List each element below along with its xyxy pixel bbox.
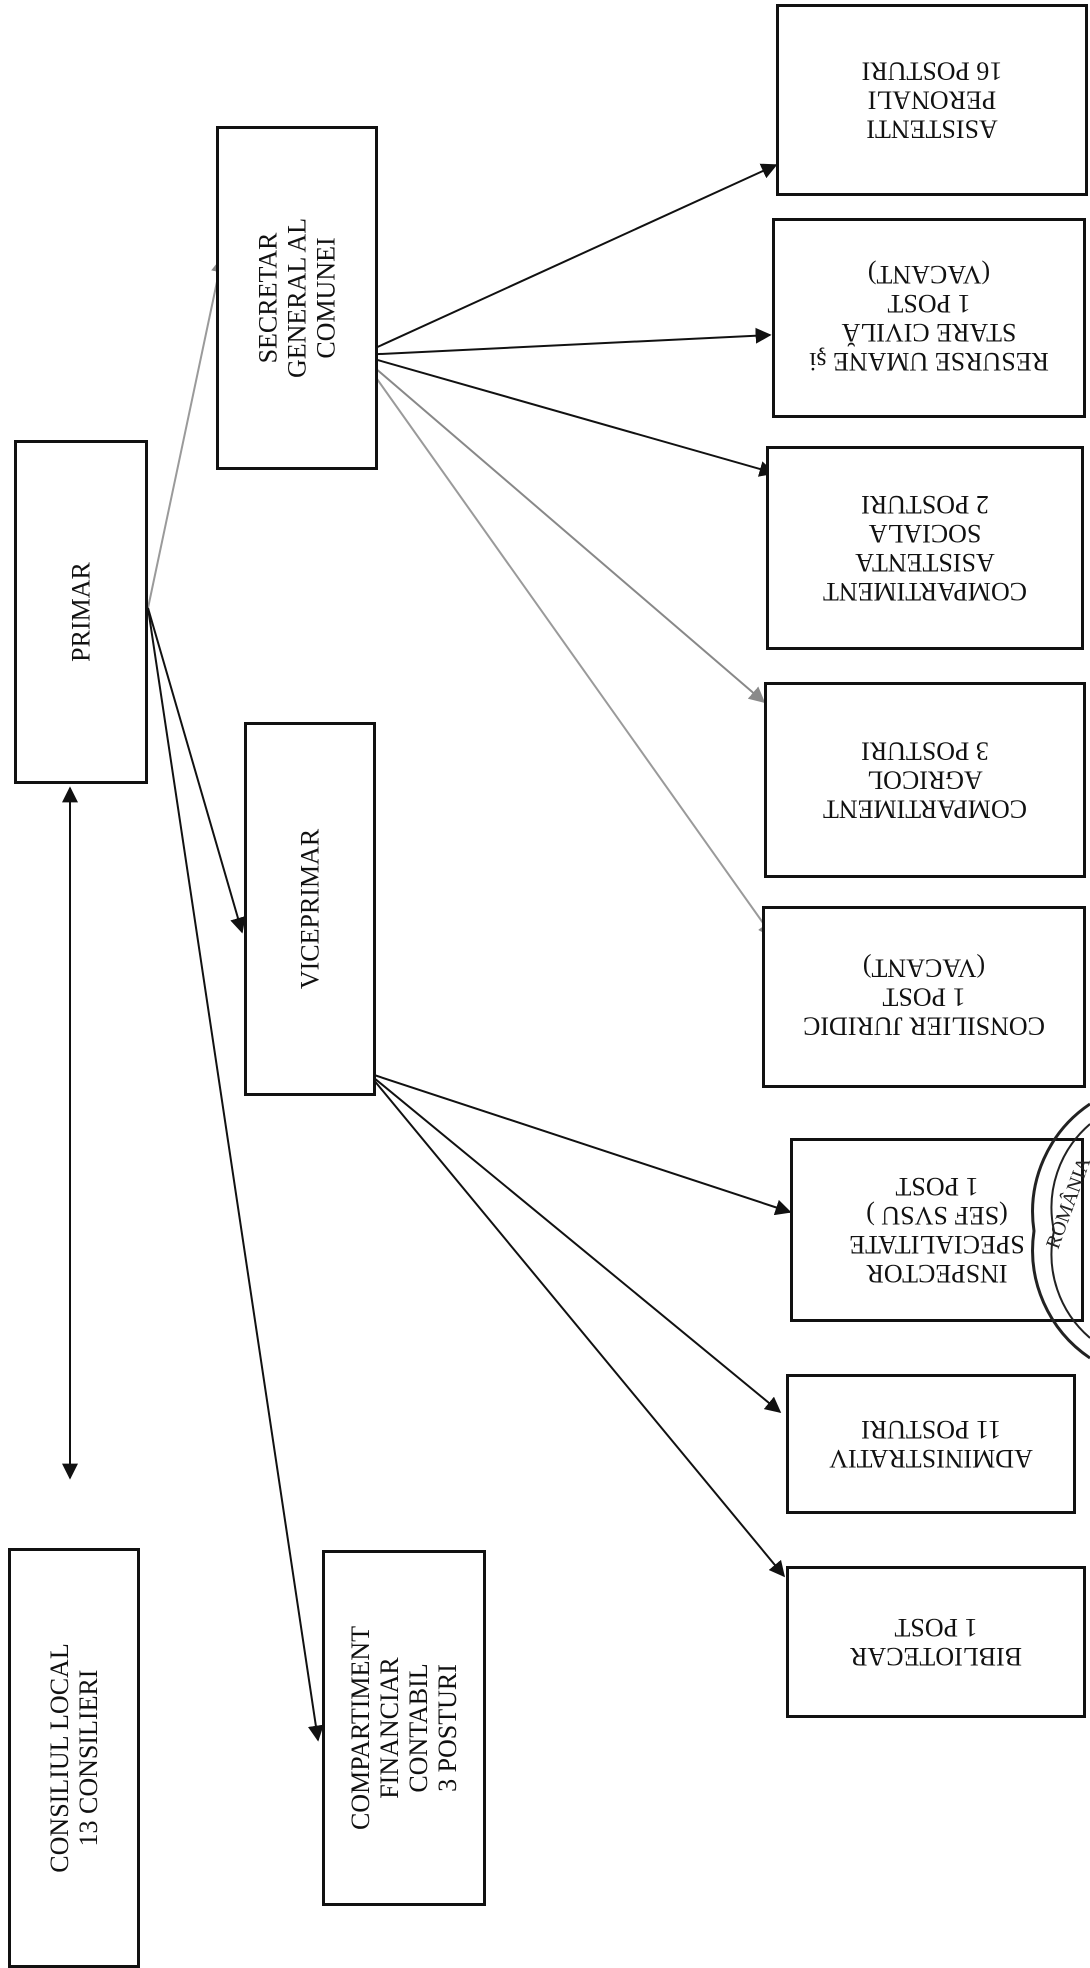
node-compartiment-financiar-label: COMPARTIMENT FINANCIAR CONTABIL 3 POSTUR… bbox=[345, 1625, 463, 1831]
node-asistenti-personali: ASISTENTI PERONALI 16 POSTURI bbox=[776, 4, 1088, 196]
connector-primar-viceprimar bbox=[147, 607, 246, 934]
node-asistenta-sociala: COMPARTIMENT ASISTENTA SOCIALA 2 POSTURI bbox=[766, 446, 1084, 650]
node-inspector-specialitate-label: INSPECTOR SPECIALITATE (SEF SVSU ) 1 POS… bbox=[849, 1171, 1025, 1289]
connector-secretar-asistenta-sociala bbox=[359, 354, 776, 477]
connector-primar-financiar bbox=[147, 607, 324, 1742]
node-bibliotecar: BIBLIOTECAR 1 POST bbox=[786, 1566, 1086, 1718]
node-asistenti-personali-label: ASISTENTI PERONALI 16 POSTURI bbox=[861, 56, 1003, 144]
connector-secretar-juridic bbox=[359, 354, 774, 939]
connector-viceprimar-bibliotecar bbox=[367, 1072, 786, 1578]
connector-viceprimar-inspector bbox=[367, 1072, 792, 1216]
connector-secretar-resurse-umane bbox=[359, 327, 772, 356]
node-consilier-juridic-label: CONSILIER JURIDIC 1 POST (VACANT) bbox=[803, 953, 1045, 1041]
connector-primar-secretar bbox=[147, 256, 227, 609]
connector-secretar-asistenti bbox=[359, 163, 778, 356]
node-consiliul-local-label: CONSILIUL LOCAL 13 CONSILIERI bbox=[44, 1643, 103, 1873]
node-primar: PRIMAR bbox=[14, 440, 148, 784]
connector-secretar-agricol bbox=[359, 354, 766, 704]
node-resurse-umane: RESURSE UMANE şi STARE CIVILĂ 1 POST (VA… bbox=[772, 218, 1086, 418]
official-stamp: ROMÂNIA bbox=[1031, 1102, 1090, 1360]
node-compartiment-agricol-label: COMPARTIMENT AGRICOL 3 POSTURI bbox=[822, 736, 1028, 824]
node-consilier-juridic: CONSILIER JURIDIC 1 POST (VACANT) bbox=[762, 906, 1086, 1088]
node-bibliotecar-label: BIBLIOTECAR 1 POST bbox=[850, 1613, 1022, 1672]
node-secretar-general: SECRETAR GENERAL AL COMUNEI bbox=[216, 126, 378, 470]
connector-viceprimar-administrativ bbox=[367, 1072, 782, 1414]
node-administrativ: ADMINISTRATIV 11 POSTURI bbox=[786, 1374, 1076, 1514]
node-primar-label: PRIMAR bbox=[66, 562, 96, 662]
node-viceprimar-label: VICEPRIMAR bbox=[295, 828, 325, 990]
stamp-text: ROMÂNIA bbox=[1041, 1154, 1090, 1252]
node-viceprimar: VICEPRIMAR bbox=[244, 722, 376, 1096]
node-consiliul-local: CONSILIUL LOCAL 13 CONSILIERI bbox=[8, 1548, 140, 1968]
node-secretar-general-label: SECRETAR GENERAL AL COMUNEI bbox=[253, 217, 341, 379]
node-asistenta-sociala-label: COMPARTIMENT ASISTENTA SOCIALA 2 POSTURI bbox=[822, 489, 1028, 607]
node-resurse-umane-label: RESURSE UMANE şi STARE CIVILĂ 1 POST (VA… bbox=[809, 259, 1049, 377]
node-compartiment-agricol: COMPARTIMENT AGRICOL 3 POSTURI bbox=[764, 682, 1086, 878]
node-administrativ-label: ADMINISTRATIV 11 POSTURI bbox=[829, 1415, 1033, 1474]
node-compartiment-financiar: COMPARTIMENT FINANCIAR CONTABIL 3 POSTUR… bbox=[322, 1550, 486, 1906]
